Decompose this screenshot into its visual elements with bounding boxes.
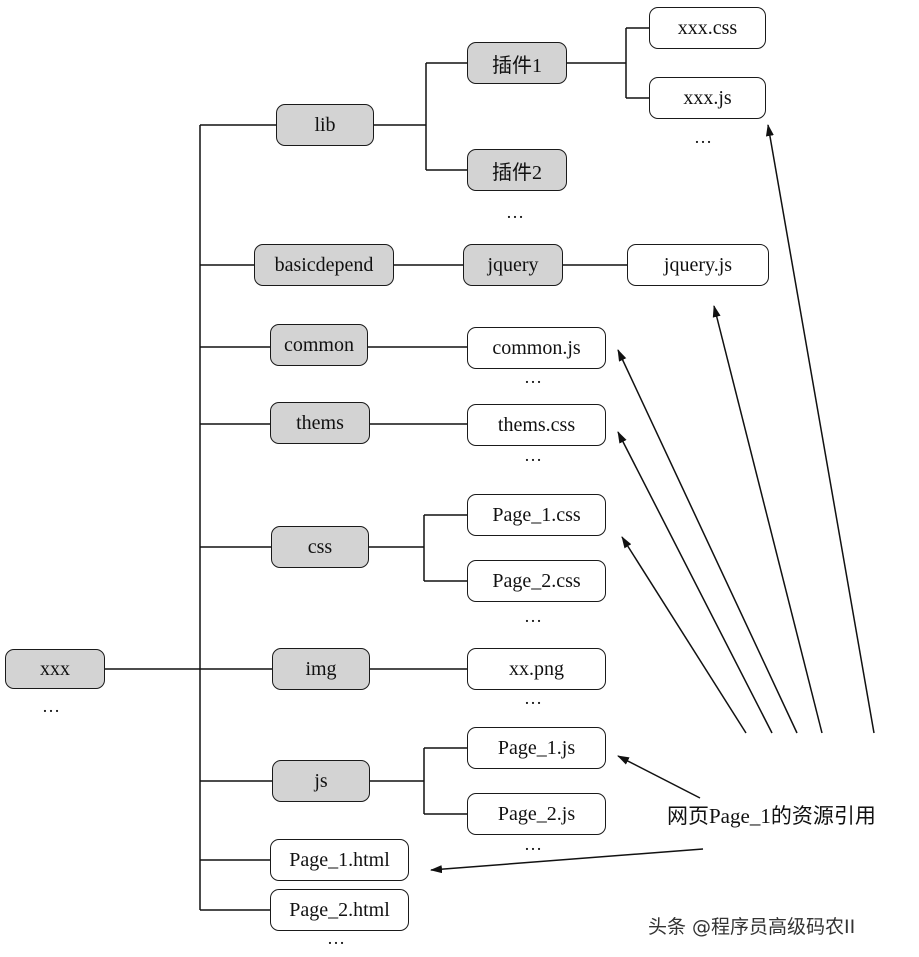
folder-basicdepend: basicdepend: [254, 244, 394, 286]
file-xxx-js: xxx.js: [649, 77, 766, 119]
folder-plugin-1: 插件1: [467, 42, 567, 84]
file-page2-html: Page_2.html: [270, 889, 409, 931]
ellipsis-js: …: [524, 834, 542, 854]
folder-thems: thems: [270, 402, 370, 444]
reference-arrow-thems-css: [617, 431, 773, 734]
file-xxx-css: xxx.css: [649, 7, 766, 49]
folder-plugin-2: 插件2: [467, 149, 567, 191]
resource-reference-label: 网页Page_1的资源引用: [667, 804, 876, 828]
folder-css: css: [271, 526, 369, 568]
reference-arrow-page1-js: [617, 755, 701, 799]
folder-root: xxx: [5, 649, 105, 689]
reference-arrow-page1-html: [430, 848, 704, 874]
ellipsis-html: …: [327, 928, 345, 948]
ellipsis-lib: …: [506, 202, 524, 222]
file-jquery-js: jquery.js: [627, 244, 769, 286]
ellipsis-css: …: [524, 606, 542, 626]
file-common-js: common.js: [467, 327, 606, 369]
ellipsis-root: …: [42, 696, 60, 716]
folder-lib: lib: [276, 104, 374, 146]
ellipsis-img: …: [524, 688, 542, 708]
folder-js: js: [272, 760, 370, 802]
reference-arrow-common-js: [617, 349, 798, 734]
folder-img: img: [272, 648, 370, 690]
file-page2-css: Page_2.css: [467, 560, 606, 602]
ellipsis-thems: …: [524, 445, 542, 465]
file-page1-html: Page_1.html: [270, 839, 409, 881]
watermark: 头条 @程序员高级码农II: [648, 916, 856, 938]
reference-arrow-xxx-js: [765, 124, 875, 734]
folder-common: common: [270, 324, 368, 366]
ellipsis-common: …: [524, 367, 542, 387]
reference-arrow-jquery-js: [712, 305, 823, 734]
reference-arrow-page1-css: [621, 536, 747, 734]
file-thems-css: thems.css: [467, 404, 606, 446]
file-xx-png: xx.png: [467, 648, 606, 690]
ellipsis-plugin-1: …: [694, 127, 712, 147]
file-page1-css: Page_1.css: [467, 494, 606, 536]
file-page2-js: Page_2.js: [467, 793, 606, 835]
folder-jquery: jquery: [463, 244, 563, 286]
file-page1-js: Page_1.js: [467, 727, 606, 769]
